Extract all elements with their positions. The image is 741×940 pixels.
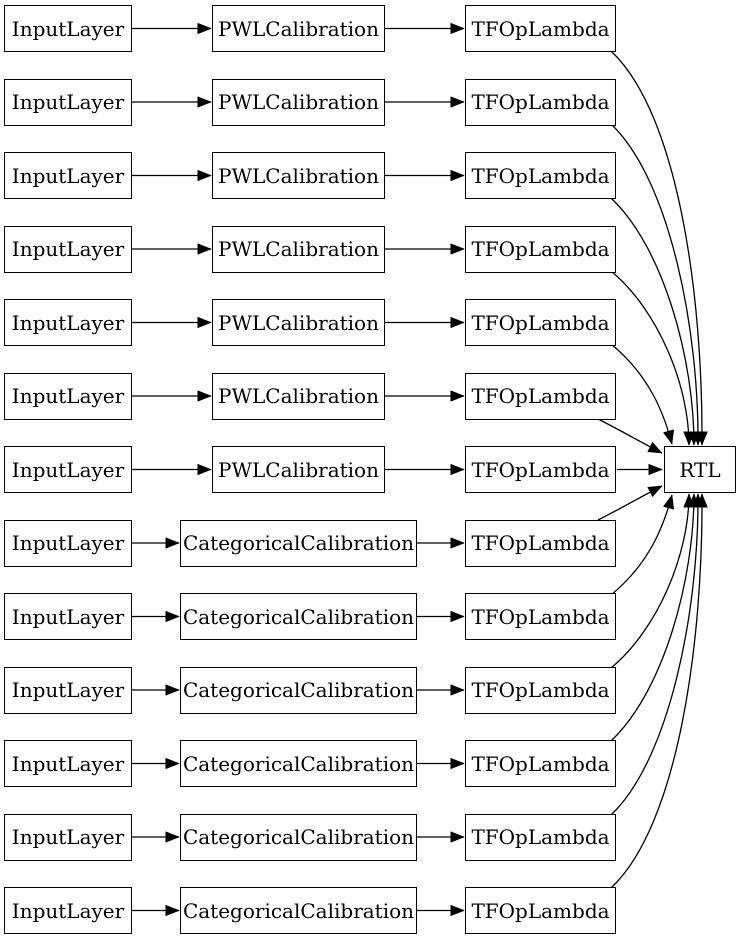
tf-op-lambda-node: TFOpLambda bbox=[465, 152, 616, 199]
edge-op-to-rtl bbox=[610, 123, 704, 446]
pwl-calibration-node: PWLCalibration bbox=[212, 372, 385, 420]
categorical-calibration-node: CategoricalCalibration bbox=[180, 887, 417, 934]
categorical-calibration-node: CategoricalCalibration bbox=[180, 740, 417, 787]
edge-op-to-rtl bbox=[610, 494, 675, 596]
edge-op-to-rtl bbox=[610, 493, 700, 742]
categorical-calibration-node: CategoricalCalibration bbox=[180, 666, 417, 714]
edge-op-to-rtl bbox=[610, 343, 675, 445]
pwl-calibration-node: PWLCalibration bbox=[212, 299, 385, 346]
tf-op-lambda-node: TFOpLambda bbox=[465, 372, 616, 420]
edge-op-to-rtl bbox=[610, 270, 695, 446]
input-layer-node: InputLayer bbox=[4, 666, 132, 714]
input-layer-node: InputLayer bbox=[4, 5, 132, 52]
edge-op-to-rtl bbox=[610, 493, 695, 669]
pwl-calibration-node: PWLCalibration bbox=[212, 78, 385, 126]
tf-op-lambda-node: TFOpLambda bbox=[465, 78, 616, 126]
tf-op-lambda-node: TFOpLambda bbox=[465, 5, 616, 52]
rtl-output-node: RTL bbox=[664, 446, 736, 493]
input-layer-node: InputLayer bbox=[4, 740, 132, 787]
input-layer-node: InputLayer bbox=[4, 225, 132, 273]
tf-op-lambda-node: TFOpLambda bbox=[465, 225, 616, 273]
tf-op-lambda-node: TFOpLambda bbox=[465, 740, 616, 787]
input-layer-node: InputLayer bbox=[4, 593, 132, 640]
tf-op-lambda-node: TFOpLambda bbox=[465, 887, 616, 934]
input-layer-node: InputLayer bbox=[4, 519, 132, 567]
input-layer-node: InputLayer bbox=[4, 887, 132, 934]
pwl-calibration-node: PWLCalibration bbox=[212, 5, 385, 52]
tf-op-lambda-node: TFOpLambda bbox=[465, 813, 616, 861]
input-layer-node: InputLayer bbox=[4, 78, 132, 126]
edge-op-to-rtl bbox=[597, 485, 663, 521]
tf-op-lambda-node: TFOpLambda bbox=[465, 299, 616, 346]
categorical-calibration-node: CategoricalCalibration bbox=[180, 593, 417, 640]
edge-op-to-rtl bbox=[610, 50, 708, 446]
edge-op-to-rtl bbox=[610, 493, 704, 816]
pwl-calibration-node: PWLCalibration bbox=[212, 152, 385, 199]
input-layer-node: InputLayer bbox=[4, 813, 132, 861]
edge-op-to-rtl bbox=[610, 197, 700, 446]
categorical-calibration-node: CategoricalCalibration bbox=[180, 813, 417, 861]
edge-op-to-rtl bbox=[610, 493, 708, 889]
tf-op-lambda-node: TFOpLambda bbox=[465, 666, 616, 714]
input-layer-node: InputLayer bbox=[4, 152, 132, 199]
pwl-calibration-node: PWLCalibration bbox=[212, 446, 385, 493]
edge-op-to-rtl bbox=[597, 418, 663, 454]
categorical-calibration-node: CategoricalCalibration bbox=[180, 519, 417, 567]
pwl-calibration-node: PWLCalibration bbox=[212, 225, 385, 273]
tf-op-lambda-node: TFOpLambda bbox=[465, 519, 616, 567]
input-layer-node: InputLayer bbox=[4, 299, 132, 346]
tf-op-lambda-node: TFOpLambda bbox=[465, 593, 616, 640]
input-layer-node: InputLayer bbox=[4, 372, 132, 420]
input-layer-node: InputLayer bbox=[4, 446, 132, 493]
tf-op-lambda-node: TFOpLambda bbox=[465, 446, 616, 493]
